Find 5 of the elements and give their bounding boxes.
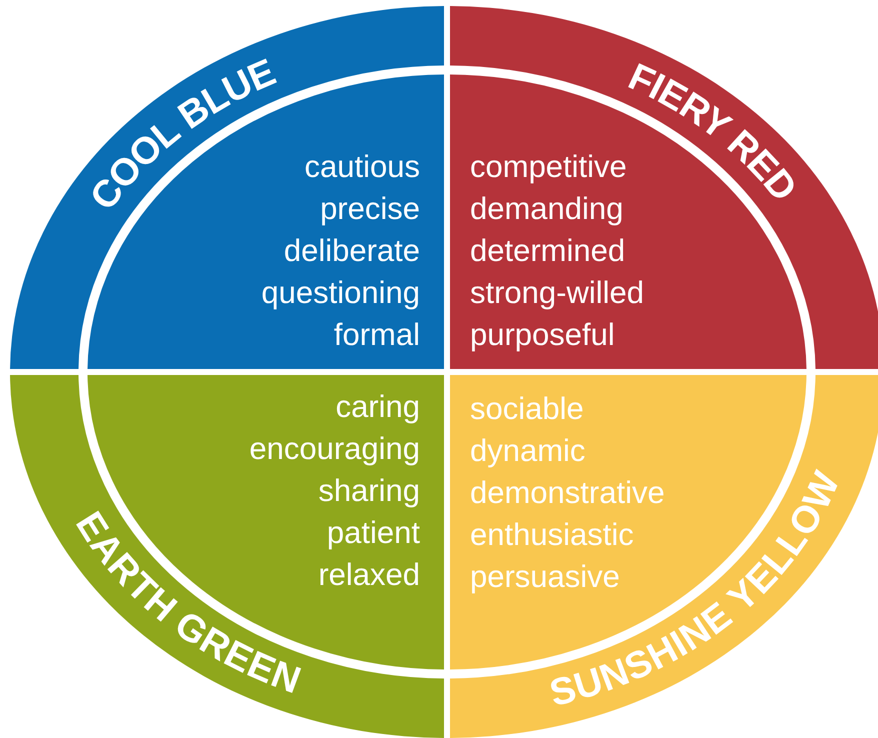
trait-list: caring encouraging sharing patient relaxed (247, 386, 420, 596)
quadrant-segment (450, 6, 878, 369)
trait-list: cautious precise deliberate questioning formal (259, 146, 420, 356)
quadrant-segment (10, 6, 444, 369)
trait-list: competitive demanding determined strong-willed purposeful (470, 146, 647, 356)
